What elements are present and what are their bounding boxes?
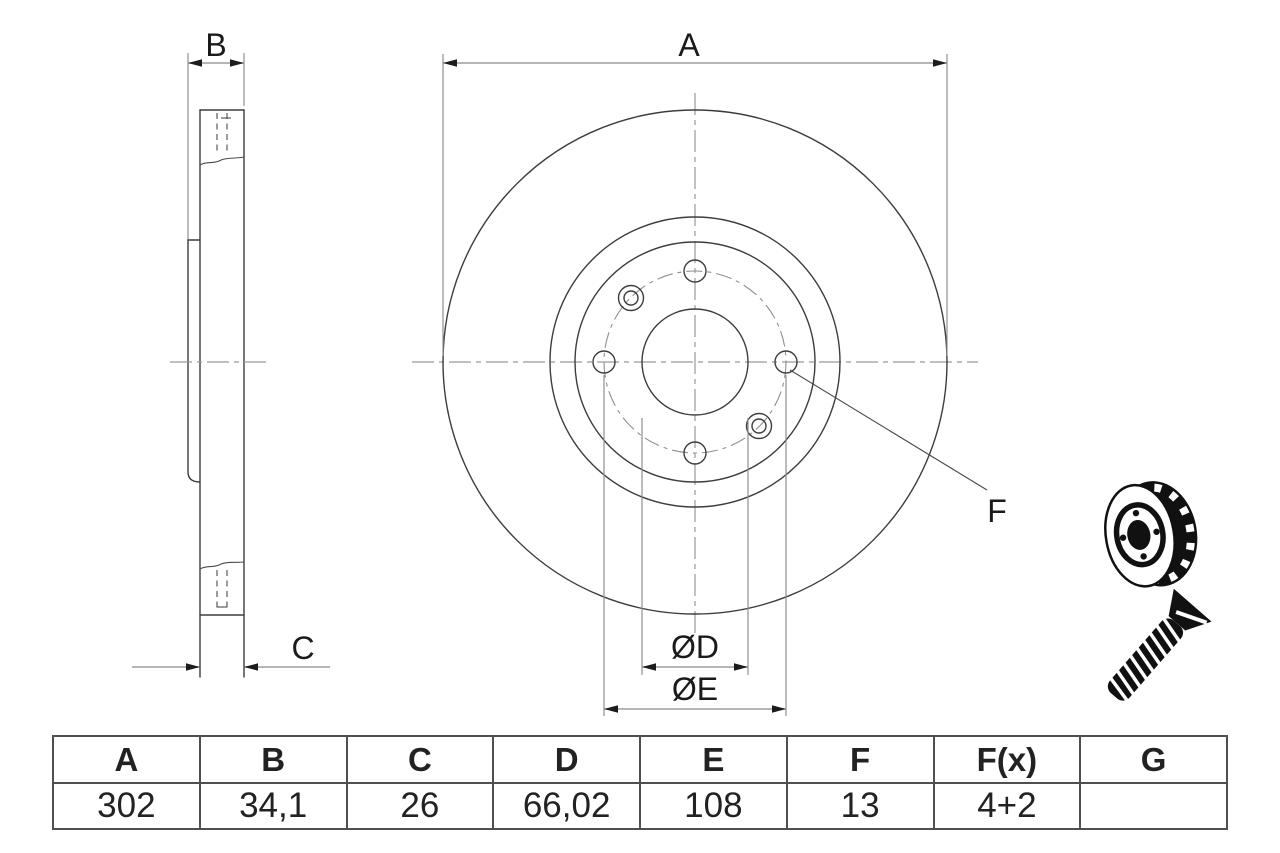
dimension-diameter-d — [641, 418, 749, 675]
table-header-cell: C — [345, 735, 495, 784]
dimension-label-f: F — [987, 493, 1007, 529]
bolt-hole — [683, 441, 707, 465]
bolt-hole — [683, 259, 707, 283]
table-value-cell: 108 — [639, 782, 788, 830]
table-header-cell: F — [785, 735, 935, 784]
dimension-label-diameter-e: ØE — [671, 671, 719, 707]
center-bore-circle — [641, 308, 749, 416]
brake-disc-3d-icon — [1104, 481, 1198, 588]
pin-hole — [617, 284, 645, 312]
table-value-cell: 302 — [52, 782, 201, 830]
table-value-cell — [1079, 782, 1228, 830]
front-view — [412, 54, 988, 716]
dimension-c — [132, 663, 330, 671]
bolt-circle — [603, 270, 787, 454]
countersunk-screw-icon — [1107, 588, 1212, 702]
table-value-row: 302 34,1 26 66,02 108 13 4+2 — [52, 782, 1228, 830]
hat-circle — [574, 241, 816, 483]
friction-surface-inner-circle — [549, 216, 841, 508]
table-header-cell: G — [1079, 735, 1228, 784]
table-value-cell: 13 — [785, 782, 935, 830]
pin-hole-inner — [751, 418, 767, 434]
dimension-label-b: B — [205, 27, 227, 63]
pin-hole-inner — [623, 290, 639, 306]
table-header-cell: B — [198, 735, 348, 784]
dimension-b — [187, 53, 245, 240]
bolt-hole — [774, 350, 798, 374]
outer-diameter-circle — [442, 109, 948, 615]
table-value-cell: 26 — [345, 782, 495, 830]
dimension-diameter-e — [603, 375, 787, 716]
table-value-cell: 34,1 — [198, 782, 348, 830]
table-header-cell: F(x) — [932, 735, 1082, 784]
leader-f — [789, 369, 988, 491]
dimension-table: A B C D E F F(x) G 302 34,1 26 66,02 108… — [52, 735, 1228, 830]
table-header-cell: E — [639, 735, 788, 784]
pin-hole — [745, 412, 773, 440]
side-view — [132, 53, 330, 678]
dimension-label-diameter-d: ØD — [671, 629, 719, 665]
table-value-cell: 4+2 — [932, 782, 1082, 830]
bolt-hole — [592, 350, 616, 374]
table-header-cell: D — [492, 735, 641, 784]
table-value-cell: 66,02 — [492, 782, 641, 830]
dimension-a — [442, 54, 948, 356]
dimension-label-c: C — [291, 630, 315, 666]
table-header-row: A B C D E F F(x) G — [52, 735, 1228, 784]
table-header-cell: A — [52, 735, 201, 784]
dimension-label-a: A — [678, 27, 700, 63]
